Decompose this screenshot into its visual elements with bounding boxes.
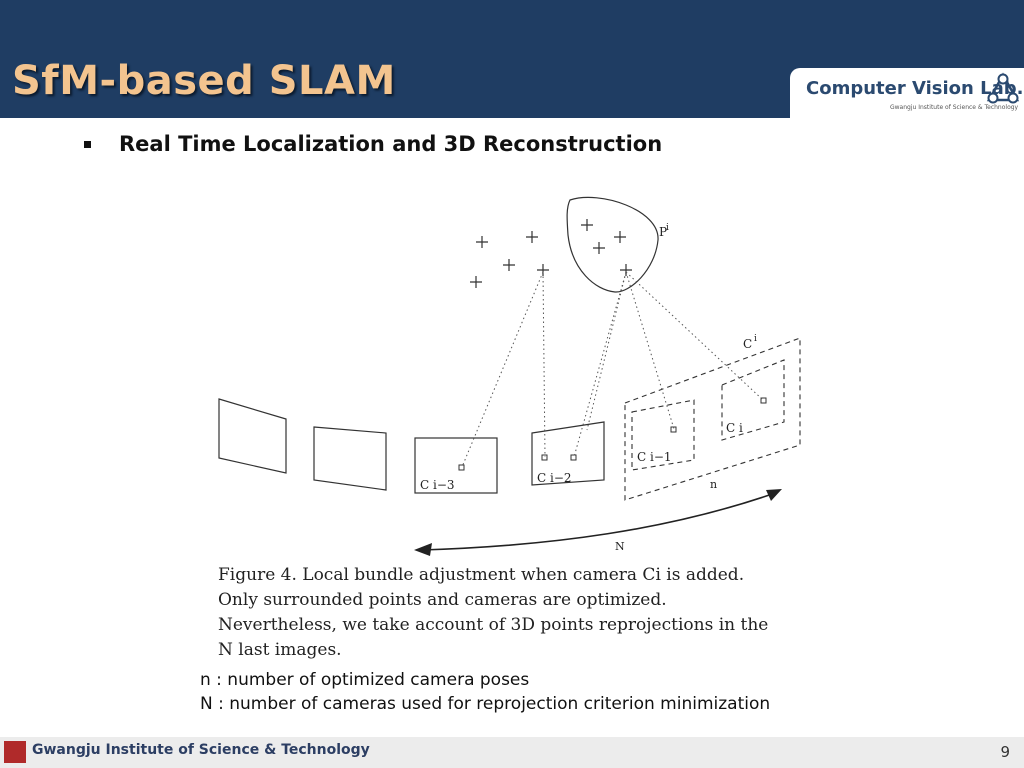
slide-footer: Gwangju Institute of Science & Technolog… — [0, 737, 1024, 768]
camera-frame-i-3 — [414, 437, 498, 494]
camera-frame-i-2 — [531, 421, 605, 486]
label-big-n: N — [615, 540, 625, 553]
page-number: 9 — [1000, 743, 1010, 761]
lab-logo-institute: Gwangju Institute of Science & Technolog… — [890, 104, 1019, 111]
camera-frame-i — [721, 359, 785, 441]
lab-logo: Computer Vision Lab. Gwangju Institute o… — [790, 68, 1024, 118]
lab-logo-icon — [986, 72, 1020, 104]
bullet-text: Real Time Localization and 3D Reconstruc… — [119, 132, 663, 156]
label-cam-i-3: C i−3 — [420, 478, 455, 492]
bullet-marker — [84, 141, 91, 148]
label-cam-i-2: C i−2 — [537, 471, 572, 485]
camera-set-label: C — [743, 337, 752, 351]
label-cam-i: C i — [726, 421, 743, 435]
note-big-n: N : number of cameras used for reproject… — [200, 694, 771, 714]
camera-set-superscript: i — [754, 334, 757, 344]
bundle-adjustment-figure: P i C i−3 C i−2 C i−1 C i C i n N — [218, 196, 801, 556]
arrow-head-right — [766, 489, 782, 501]
lab-logo-name: Computer Vision Lab. — [806, 78, 1024, 99]
label-cam-i-1: C i−1 — [637, 450, 672, 464]
arrow-head-left — [414, 543, 432, 556]
projection-markers — [458, 397, 767, 471]
note-n: n : number of optimized camera poses — [200, 670, 530, 690]
footer-institute: Gwangju Institute of Science & Technolog… — [32, 742, 370, 758]
point-set-label: P — [659, 225, 667, 239]
slide-title: SfM-based SLAM — [12, 58, 396, 104]
optimized-points-outline — [566, 196, 659, 293]
point-cloud — [470, 219, 632, 288]
camera-frame-1 — [218, 398, 287, 474]
window-arrow — [421, 491, 779, 551]
point-set-superscript: i — [666, 223, 669, 233]
institute-logo-icon — [4, 741, 26, 763]
reprojection-lines — [461, 271, 764, 468]
optimized-cameras-region — [624, 337, 801, 501]
figure-caption: Figure 4. Local bundle adjustment when c… — [218, 565, 769, 660]
camera-frame-2 — [313, 426, 387, 491]
slide-header: SfM-based SLAM Computer Vision Lab. Gwan… — [0, 0, 1024, 118]
label-small-n: n — [710, 478, 717, 491]
